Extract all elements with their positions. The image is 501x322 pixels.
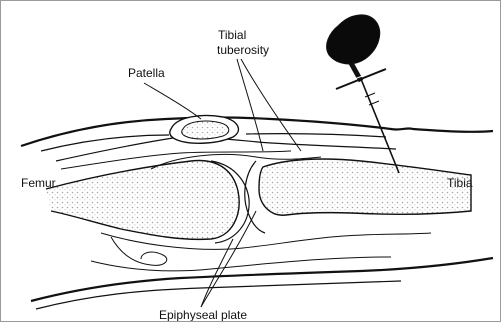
posterior-soft-tissue: [91, 237, 391, 271]
tibial-tuberosity-label-line1: Tibial: [218, 29, 246, 42]
joint-capsule-lower: [101, 233, 431, 249]
skin-lower-inner-line: [36, 281, 401, 309]
epiphyseal-plate-label: Epiphyseal plate: [159, 309, 247, 322]
syringe-cap: [327, 15, 380, 64]
tibia-label: Tibia: [447, 177, 473, 190]
tendon-line-1: [56, 137, 396, 161]
patella-leader: [144, 83, 201, 119]
tibial-tuberosity-label-line2: tuberosity: [217, 44, 269, 57]
patella-label: Patella: [128, 67, 165, 80]
syringe-crossbar-inner: [337, 67, 385, 86]
patella-inner: [182, 121, 229, 139]
tuberosity-leader-2: [237, 59, 263, 151]
femur: [46, 161, 239, 240]
femur-label: Femur: [21, 177, 56, 190]
tibia: [259, 159, 471, 215]
syringe: [327, 15, 399, 173]
